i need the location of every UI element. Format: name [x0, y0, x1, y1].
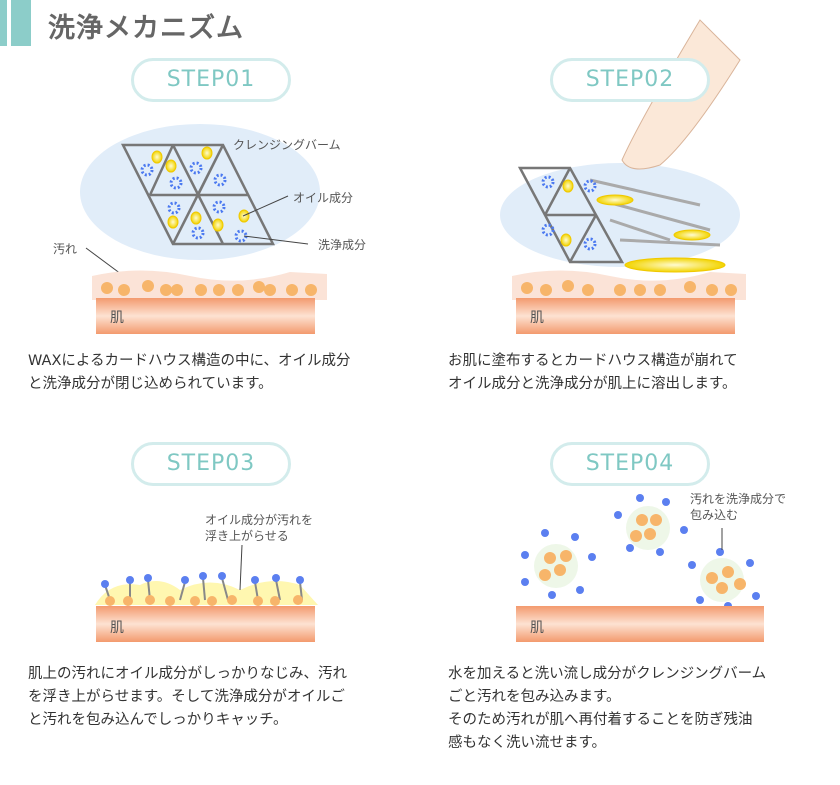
svg-text:洗浄成分: 洗浄成分: [318, 238, 366, 252]
step01-label: STEP01: [131, 58, 291, 102]
step01-description: WAXによるカードハウス構造の中に、オイル成分 と洗浄成分が閉じ込められています…: [28, 353, 351, 392]
step2-illustration: 肌: [500, 19, 746, 334]
step3-illustration: オイル成分が汚れを 浮き上がらせる 肌: [95, 512, 318, 642]
step03-label: STEP03: [131, 442, 291, 486]
step1-illustration: クレンジングバーム オイル成分 洗浄成分 汚れ 肌: [53, 124, 366, 334]
step02-label: STEP02: [550, 58, 710, 102]
svg-text:肌: 肌: [530, 620, 544, 636]
svg-text:肌: 肌: [530, 310, 544, 326]
svg-text:汚れを洗浄成分で: 汚れを洗浄成分で: [690, 492, 786, 506]
svg-text:汚れ: 汚れ: [53, 242, 77, 256]
svg-text:肌: 肌: [110, 310, 124, 326]
svg-text:クレンジングバーム: クレンジングバーム: [233, 138, 341, 152]
svg-text:肌: 肌: [110, 620, 124, 636]
svg-text:包み込む: 包み込む: [690, 508, 738, 522]
page-title: 洗浄メカニズム: [48, 13, 244, 44]
svg-text:オイル成分が汚れを: オイル成分が汚れを: [205, 512, 313, 527]
svg-text:浮き上がらせる: 浮き上がらせる: [205, 528, 289, 543]
step02-description: お肌に塗布するとカードハウス構造が崩れて オイル成分と洗浄成分が肌上に溶出します…: [448, 353, 738, 392]
title-accent-bar: [11, 0, 31, 46]
svg-text:オイル成分: オイル成分: [293, 191, 353, 205]
step03-description: 肌上の汚れにオイル成分がしっかりなじみ、汚れ を浮き上がらせます。そして洗浄成分…: [28, 666, 347, 728]
step04-label: STEP04: [550, 442, 710, 486]
title-accent-bar: [0, 0, 7, 46]
step4-illustration: 汚れを洗浄成分で 包み込む 肌: [516, 492, 786, 642]
step04-description: 水を加えると洗い流し成分がクレンジングバーム ごと汚れを包み込みます。 そのため…: [448, 666, 767, 751]
